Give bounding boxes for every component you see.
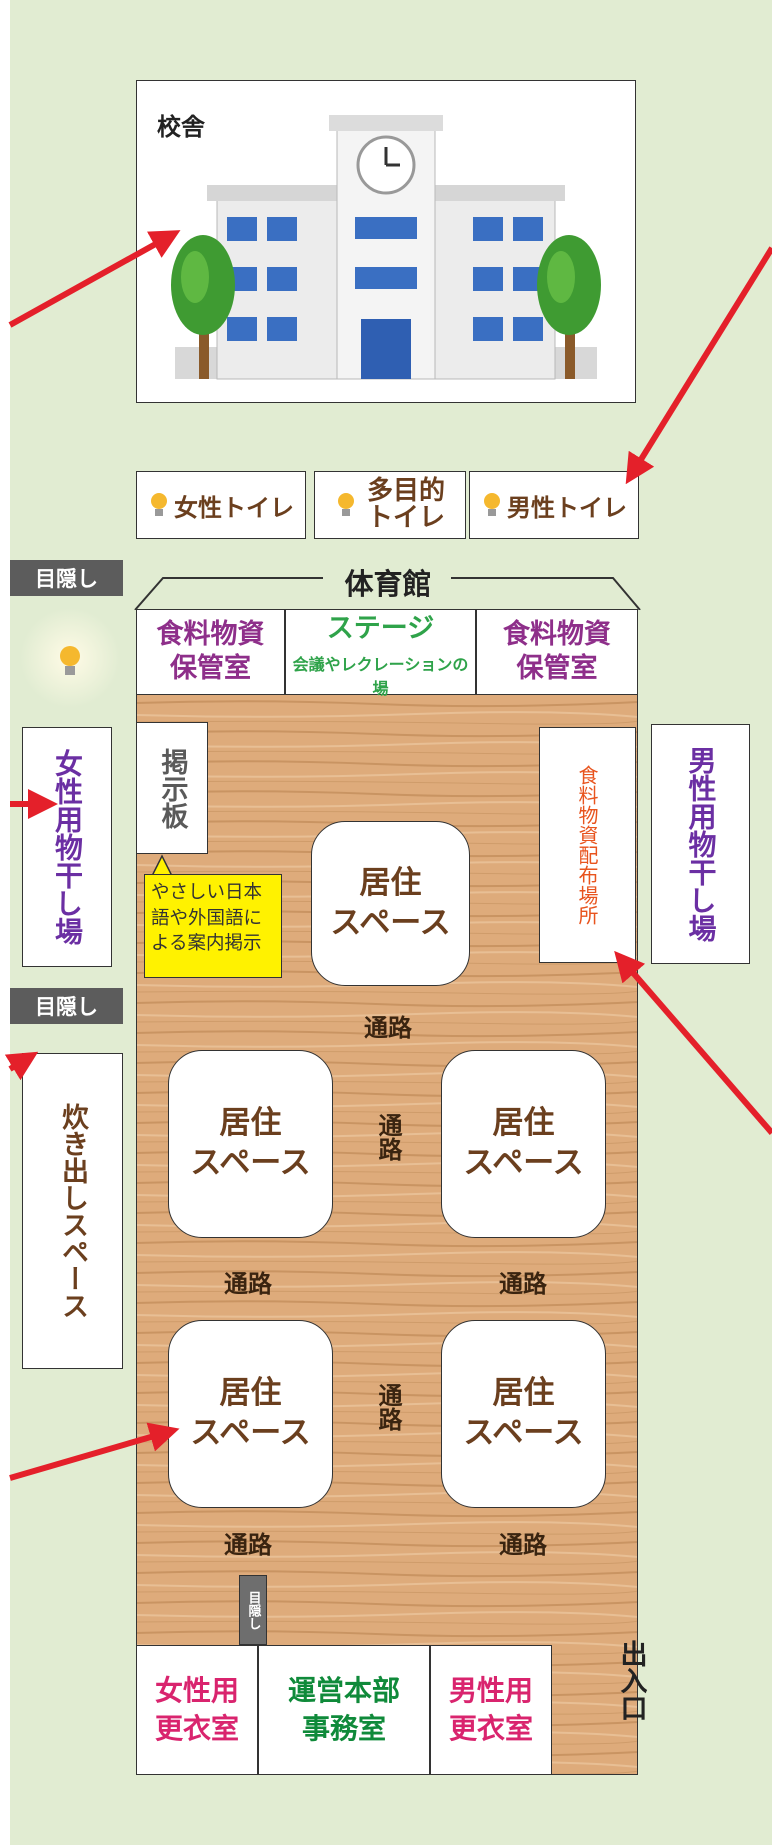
living-space-bottom-right: 居住 スペース xyxy=(441,1320,606,1508)
stage-title: ステージ xyxy=(326,612,435,644)
living-space-line1: 居住 xyxy=(359,864,422,901)
passage-label: 通路 xyxy=(374,1383,402,1431)
arrow-to-food-distribution xyxy=(614,950,772,1135)
food-storage-left-line2: 保管室 xyxy=(170,653,251,684)
women-changing-room: 女性用 更衣室 xyxy=(136,1645,258,1775)
headquarters-office: 運営本部 事務室 xyxy=(258,1645,430,1775)
passage-label: 通路 xyxy=(499,1531,547,1559)
living-space-line1: 居住 xyxy=(219,1105,282,1142)
living-space-line2: スペース xyxy=(190,1415,311,1451)
food-storage-left-line1: 食料物資 xyxy=(156,619,265,651)
toilet-women: 女性トイレ xyxy=(136,471,306,539)
living-space-mid-right: 居住 スペース xyxy=(441,1050,606,1238)
men-laundry-area: 男性用物干し場 xyxy=(651,724,750,964)
men-changing-line2: 更衣室 xyxy=(448,1712,533,1745)
school-building-illustration xyxy=(171,115,601,380)
living-space-top: 居住 スペース xyxy=(311,821,470,986)
gym-title: 体育館 xyxy=(344,567,432,601)
toilet-men: 男性トイレ xyxy=(469,471,639,539)
outdoor-light-icon xyxy=(20,608,120,708)
toilet-multipurpose-label-line1: 多目的 xyxy=(366,475,445,506)
passage-label: 通路 xyxy=(499,1270,547,1298)
living-space-mid-left: 居住 スペース xyxy=(168,1050,333,1238)
women-changing-line2: 更衣室 xyxy=(154,1712,239,1745)
school-building-panel: 校舎 xyxy=(136,80,636,403)
arrow-to-school xyxy=(8,230,181,328)
living-space-bottom-left: 居住 スペース xyxy=(168,1320,333,1508)
food-storage-right: 食料物資 保管室 xyxy=(476,609,638,695)
cooking-area: 炊き出しスペース xyxy=(22,1053,123,1369)
arrow-to-men-toilet xyxy=(625,246,772,485)
passage-label: 通路 xyxy=(364,1014,412,1042)
living-space-line2: スペース xyxy=(463,1145,584,1181)
screen-tag-small: 目隠し xyxy=(239,1575,267,1645)
living-space-line1: 居住 xyxy=(492,1105,555,1142)
living-space-line1: 居住 xyxy=(492,1375,555,1412)
living-space-line1: 居住 xyxy=(219,1375,282,1412)
toilet-multipurpose-label-line2: トイレ xyxy=(366,503,445,533)
living-space-line2: スペース xyxy=(190,1145,311,1181)
toilet-multipurpose: 多目的 トイレ xyxy=(314,471,466,539)
passage-label: 通路 xyxy=(374,1113,402,1161)
food-storage-right-line2: 保管室 xyxy=(516,653,598,684)
women-changing-line1: 女性用 xyxy=(154,1674,239,1708)
headquarters-line1: 運営本部 xyxy=(287,1674,400,1708)
toilet-men-label: 男性トイレ xyxy=(507,493,627,522)
living-space-line2: スペース xyxy=(330,904,451,941)
food-storage-right-line1: 食料物資 xyxy=(503,619,611,651)
men-changing-room: 男性用 更衣室 xyxy=(430,1645,552,1775)
toilet-women-label: 女性トイレ xyxy=(174,493,294,522)
men-changing-line1: 男性用 xyxy=(448,1674,533,1708)
passage-label: 通路 xyxy=(224,1270,272,1298)
light-bulb-icon xyxy=(484,493,500,516)
bulletin-board: 掲示板 xyxy=(136,722,208,854)
screen-tag-top: 目隠し xyxy=(10,560,123,596)
stage: ステージ 会議やレクレーションの場 xyxy=(285,609,476,698)
gym-roof-outline xyxy=(134,577,641,610)
living-space-line2: スペース xyxy=(463,1415,584,1451)
light-bulb-icon xyxy=(337,493,354,516)
bulletin-note-pointer xyxy=(151,854,173,876)
food-distribution-area: 食料物資配布場所 xyxy=(539,727,636,963)
arrow-to-cooking xyxy=(4,1051,39,1081)
food-storage-left: 食料物資 保管室 xyxy=(136,609,285,695)
women-laundry-area: 女性用物干し場 xyxy=(22,727,112,967)
light-bulb-icon xyxy=(151,493,167,516)
arrow-to-living-space xyxy=(9,1422,180,1481)
headquarters-line2: 事務室 xyxy=(301,1712,386,1745)
stage-subtitle: 会議やレクレーションの場 xyxy=(292,654,469,698)
bulletin-note: やさしい日本語や外国語による案内掲示 xyxy=(144,874,282,978)
school-label: 校舎 xyxy=(157,113,205,141)
screen-tag-middle: 目隠し xyxy=(10,988,123,1024)
passage-label: 通路 xyxy=(224,1531,272,1559)
entrance-label: 出入口 xyxy=(615,1640,647,1721)
